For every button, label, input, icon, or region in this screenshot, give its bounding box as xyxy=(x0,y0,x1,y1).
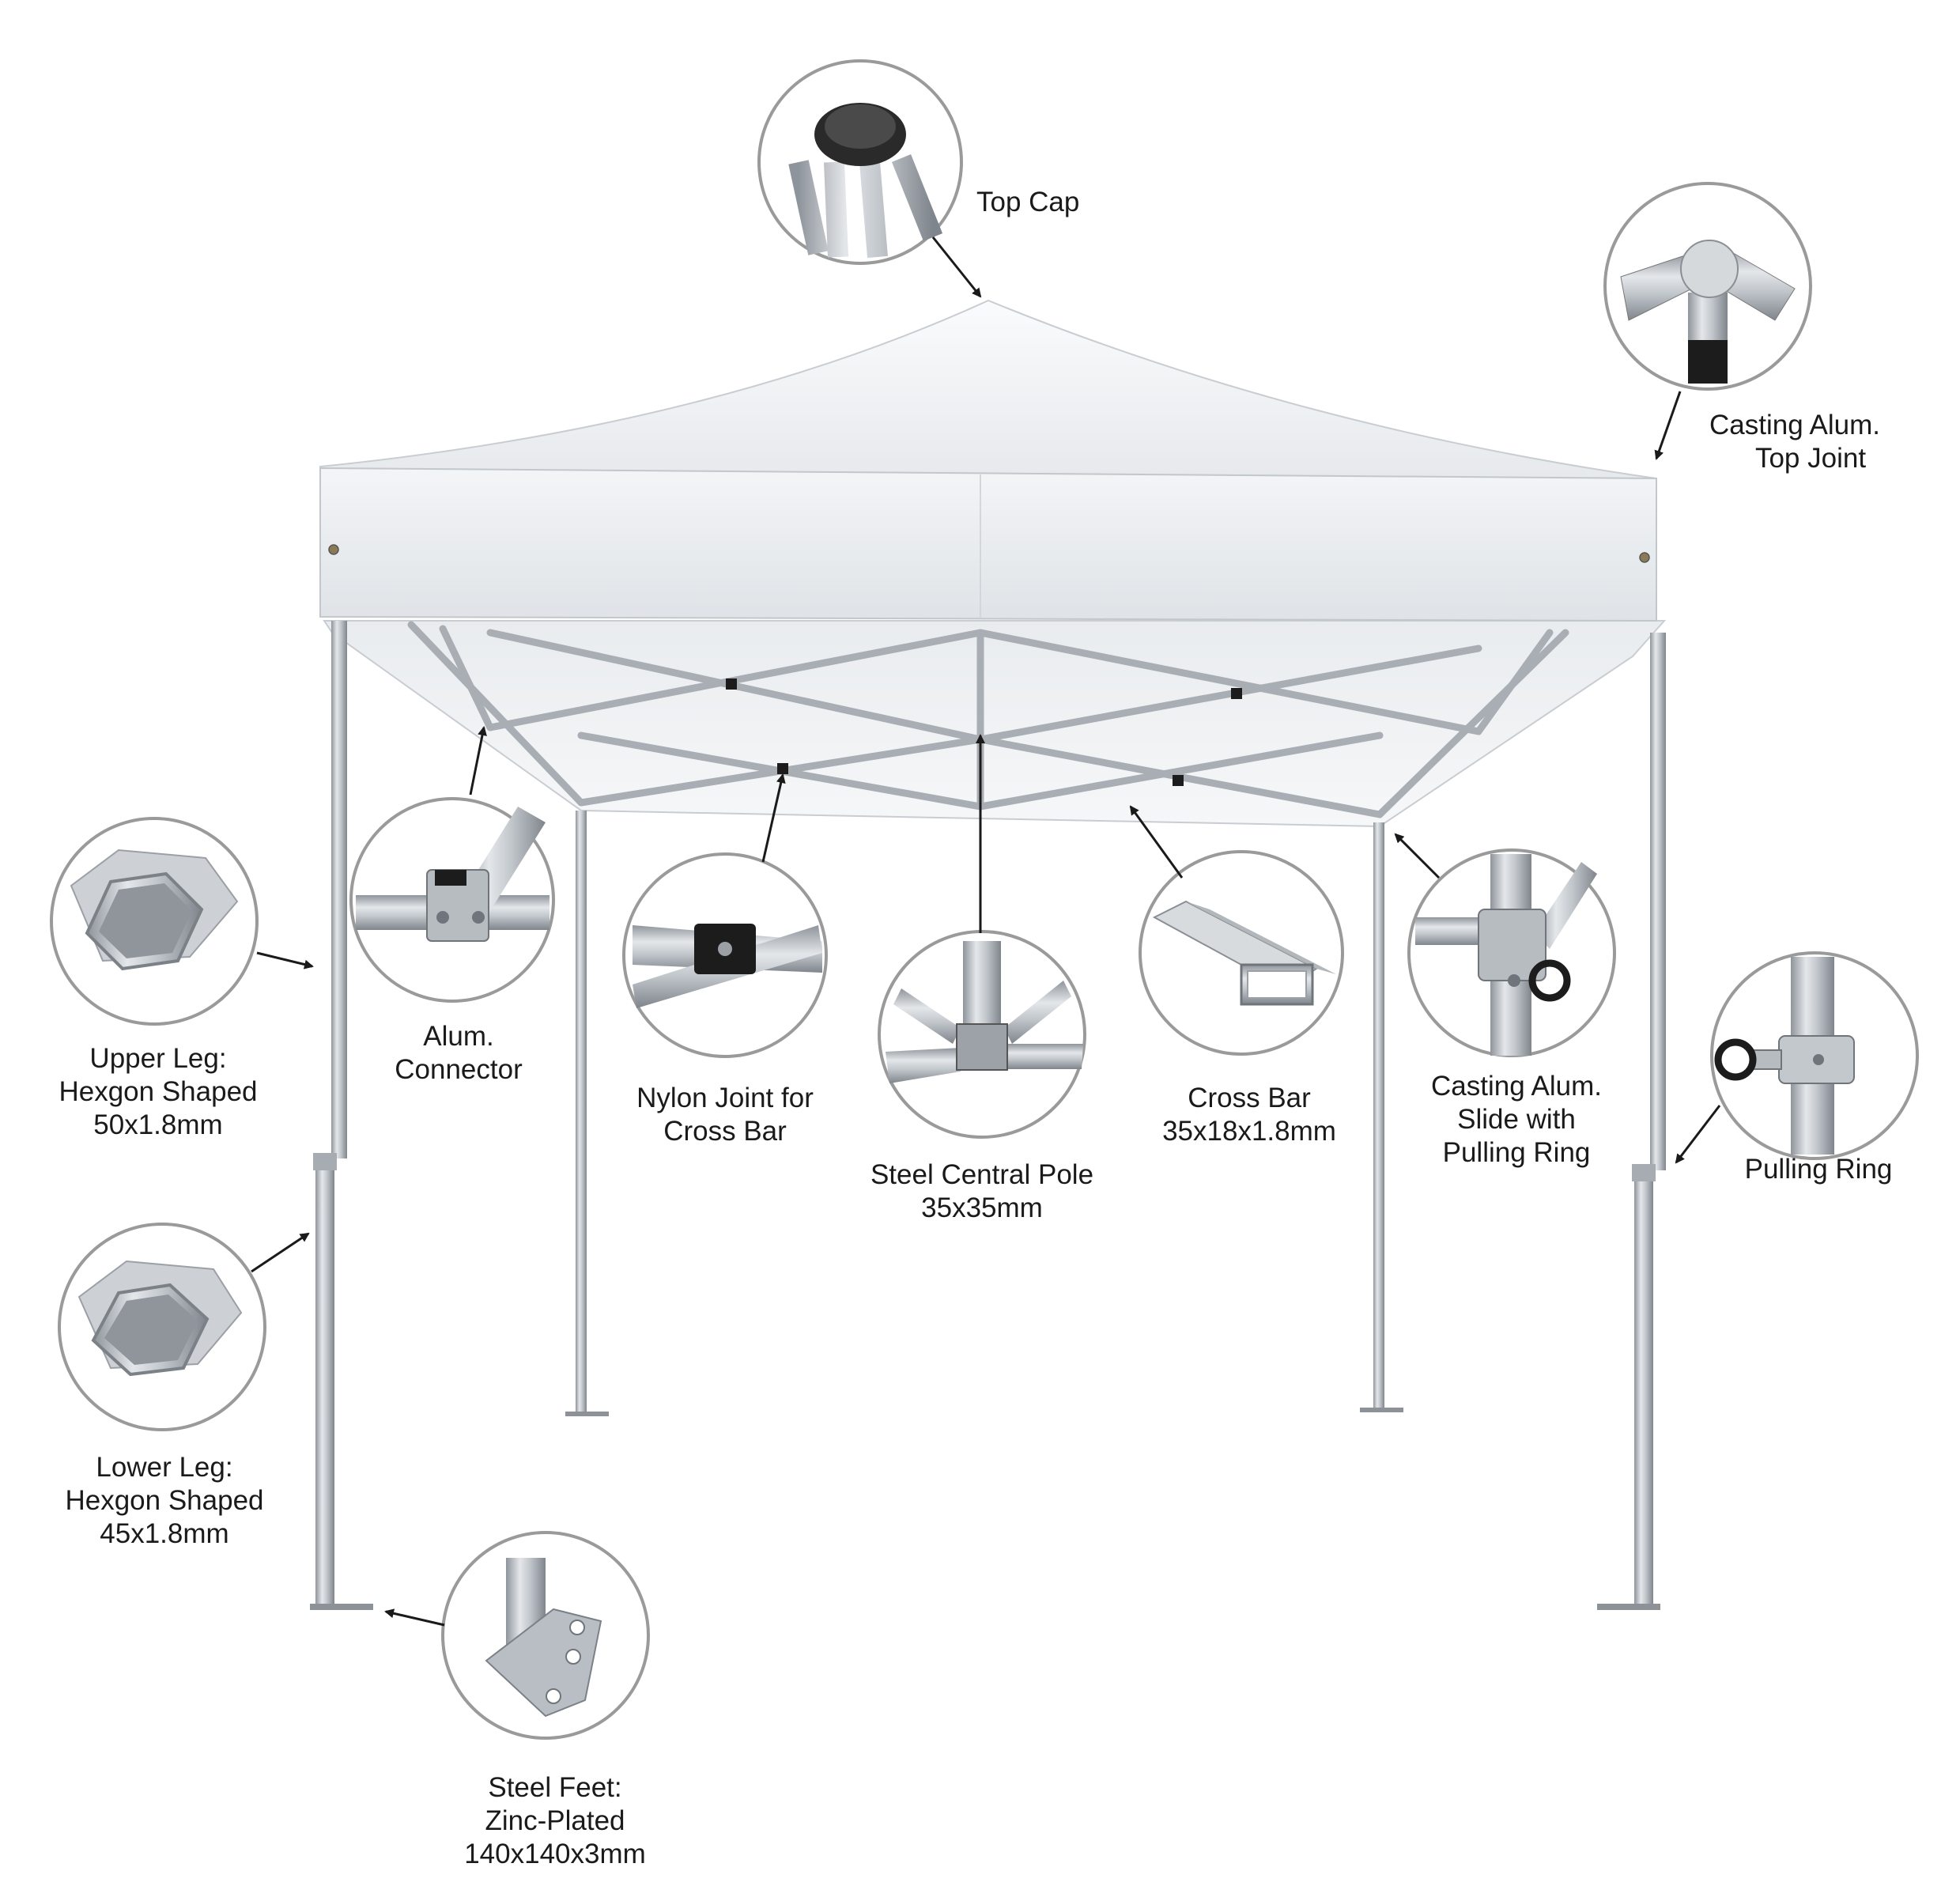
leader-arrows xyxy=(251,236,1721,1627)
label-line: Steel Feet: xyxy=(488,1772,622,1803)
front-right-lower-leg xyxy=(1634,1170,1653,1609)
back-right-leg xyxy=(1373,822,1384,1412)
label-line: 140x140x3mm xyxy=(464,1839,646,1869)
canopy-valance xyxy=(319,467,1657,622)
label-line: Connector xyxy=(395,1054,523,1085)
label-line: 50x1.8mm xyxy=(93,1109,223,1140)
arrow-connector xyxy=(469,726,487,796)
label-upper-leg: Upper Leg: Hexgon Shaped 50x1.8mm xyxy=(59,1042,257,1142)
arrow-nylon-joint xyxy=(761,773,786,863)
label-line: Nylon Joint for xyxy=(636,1083,814,1113)
label-line: Zinc-Plated xyxy=(485,1805,625,1836)
central-pole-icon xyxy=(878,930,1086,1139)
label-top-joint: Casting Alum. Top Joint xyxy=(1709,409,1880,475)
grommet xyxy=(328,544,339,555)
label-line: Cross Bar xyxy=(1188,1083,1311,1113)
front-right-upper-leg xyxy=(1650,633,1666,1170)
foot-plate xyxy=(1597,1604,1660,1610)
nylon-joints xyxy=(726,678,1242,786)
truss-frame xyxy=(407,621,1569,818)
slide-ring-icon xyxy=(1407,849,1616,1057)
arrow-top-cap xyxy=(931,236,982,298)
label-line: Slide with xyxy=(1457,1104,1576,1135)
canopy-roof xyxy=(319,299,1657,483)
label-line: Casting Alum. xyxy=(1709,410,1880,440)
detail-circles xyxy=(50,59,1919,1740)
label-line: 45x1.8mm xyxy=(100,1518,229,1549)
arrow-top-joint xyxy=(1654,391,1682,460)
label-line: Steel Central Pole xyxy=(870,1159,1094,1190)
label-line: Top Cap xyxy=(976,187,1080,217)
pulling-ring-icon xyxy=(1710,951,1919,1160)
label-line: Hexgon Shaped xyxy=(65,1485,264,1516)
label-line: Lower Leg: xyxy=(96,1452,233,1483)
top-cap-icon xyxy=(757,59,963,265)
label-line: Top Joint xyxy=(1754,443,1867,474)
arrow-lower-leg xyxy=(251,1232,310,1273)
arrow-steel-feet xyxy=(384,1608,445,1627)
label-line: Pulling Ring xyxy=(1744,1154,1893,1185)
label-line: Alum. xyxy=(423,1021,494,1052)
label-line: 35x18x1.8mm xyxy=(1162,1116,1336,1147)
front-left-lower-leg xyxy=(315,1158,334,1609)
label-lower-leg: Lower Leg: Hexgon Shaped 45x1.8mm xyxy=(65,1451,263,1551)
label-line: Cross Bar xyxy=(663,1116,787,1147)
front-left-upper-leg xyxy=(331,621,347,1158)
label-line: Pulling Ring xyxy=(1442,1137,1591,1168)
arrow-cross-bar xyxy=(1129,805,1184,879)
back-left-leg xyxy=(576,811,587,1415)
label-line: Hexgon Shaped xyxy=(59,1076,258,1107)
label-alum-connector: Alum. Connector xyxy=(395,1020,522,1087)
label-nylon-joint: Nylon Joint for Cross Bar xyxy=(636,1082,814,1148)
foot-plate-icon xyxy=(441,1531,650,1740)
top-joint-icon xyxy=(1603,182,1812,391)
label-cross-bar: Cross Bar 35x18x1.8mm xyxy=(1162,1082,1336,1148)
nylon-joint-icon xyxy=(622,852,828,1058)
grommet xyxy=(1639,552,1650,563)
foot-plate xyxy=(310,1604,373,1610)
tent xyxy=(310,299,1667,1610)
label-pulling-ring: Pulling Ring xyxy=(1745,1153,1893,1186)
label-line: 35x35mm xyxy=(921,1192,1043,1223)
arrow-slide-ring xyxy=(1394,833,1441,879)
hexagon-tube-icon xyxy=(58,1223,266,1431)
label-top-cap: Top Cap xyxy=(976,186,1079,219)
arrow-pulling-ring xyxy=(1675,1105,1721,1164)
hexagon-tube-icon xyxy=(50,817,259,1026)
label-line: Casting Alum. xyxy=(1431,1071,1602,1102)
label-central-pole: Steel Central Pole 35x35mm xyxy=(870,1158,1093,1225)
arrow-upper-leg xyxy=(256,951,314,969)
label-line: Upper Leg: xyxy=(89,1043,227,1074)
label-slide-ring: Casting Alum. Slide with Pulling Ring xyxy=(1431,1070,1602,1170)
label-steel-feet: Steel Feet: Zinc-Plated 140x140x3mm xyxy=(464,1771,646,1871)
rectangular-tube-icon xyxy=(1139,850,1344,1056)
legs xyxy=(310,621,1666,1610)
connector-icon xyxy=(349,797,555,1003)
